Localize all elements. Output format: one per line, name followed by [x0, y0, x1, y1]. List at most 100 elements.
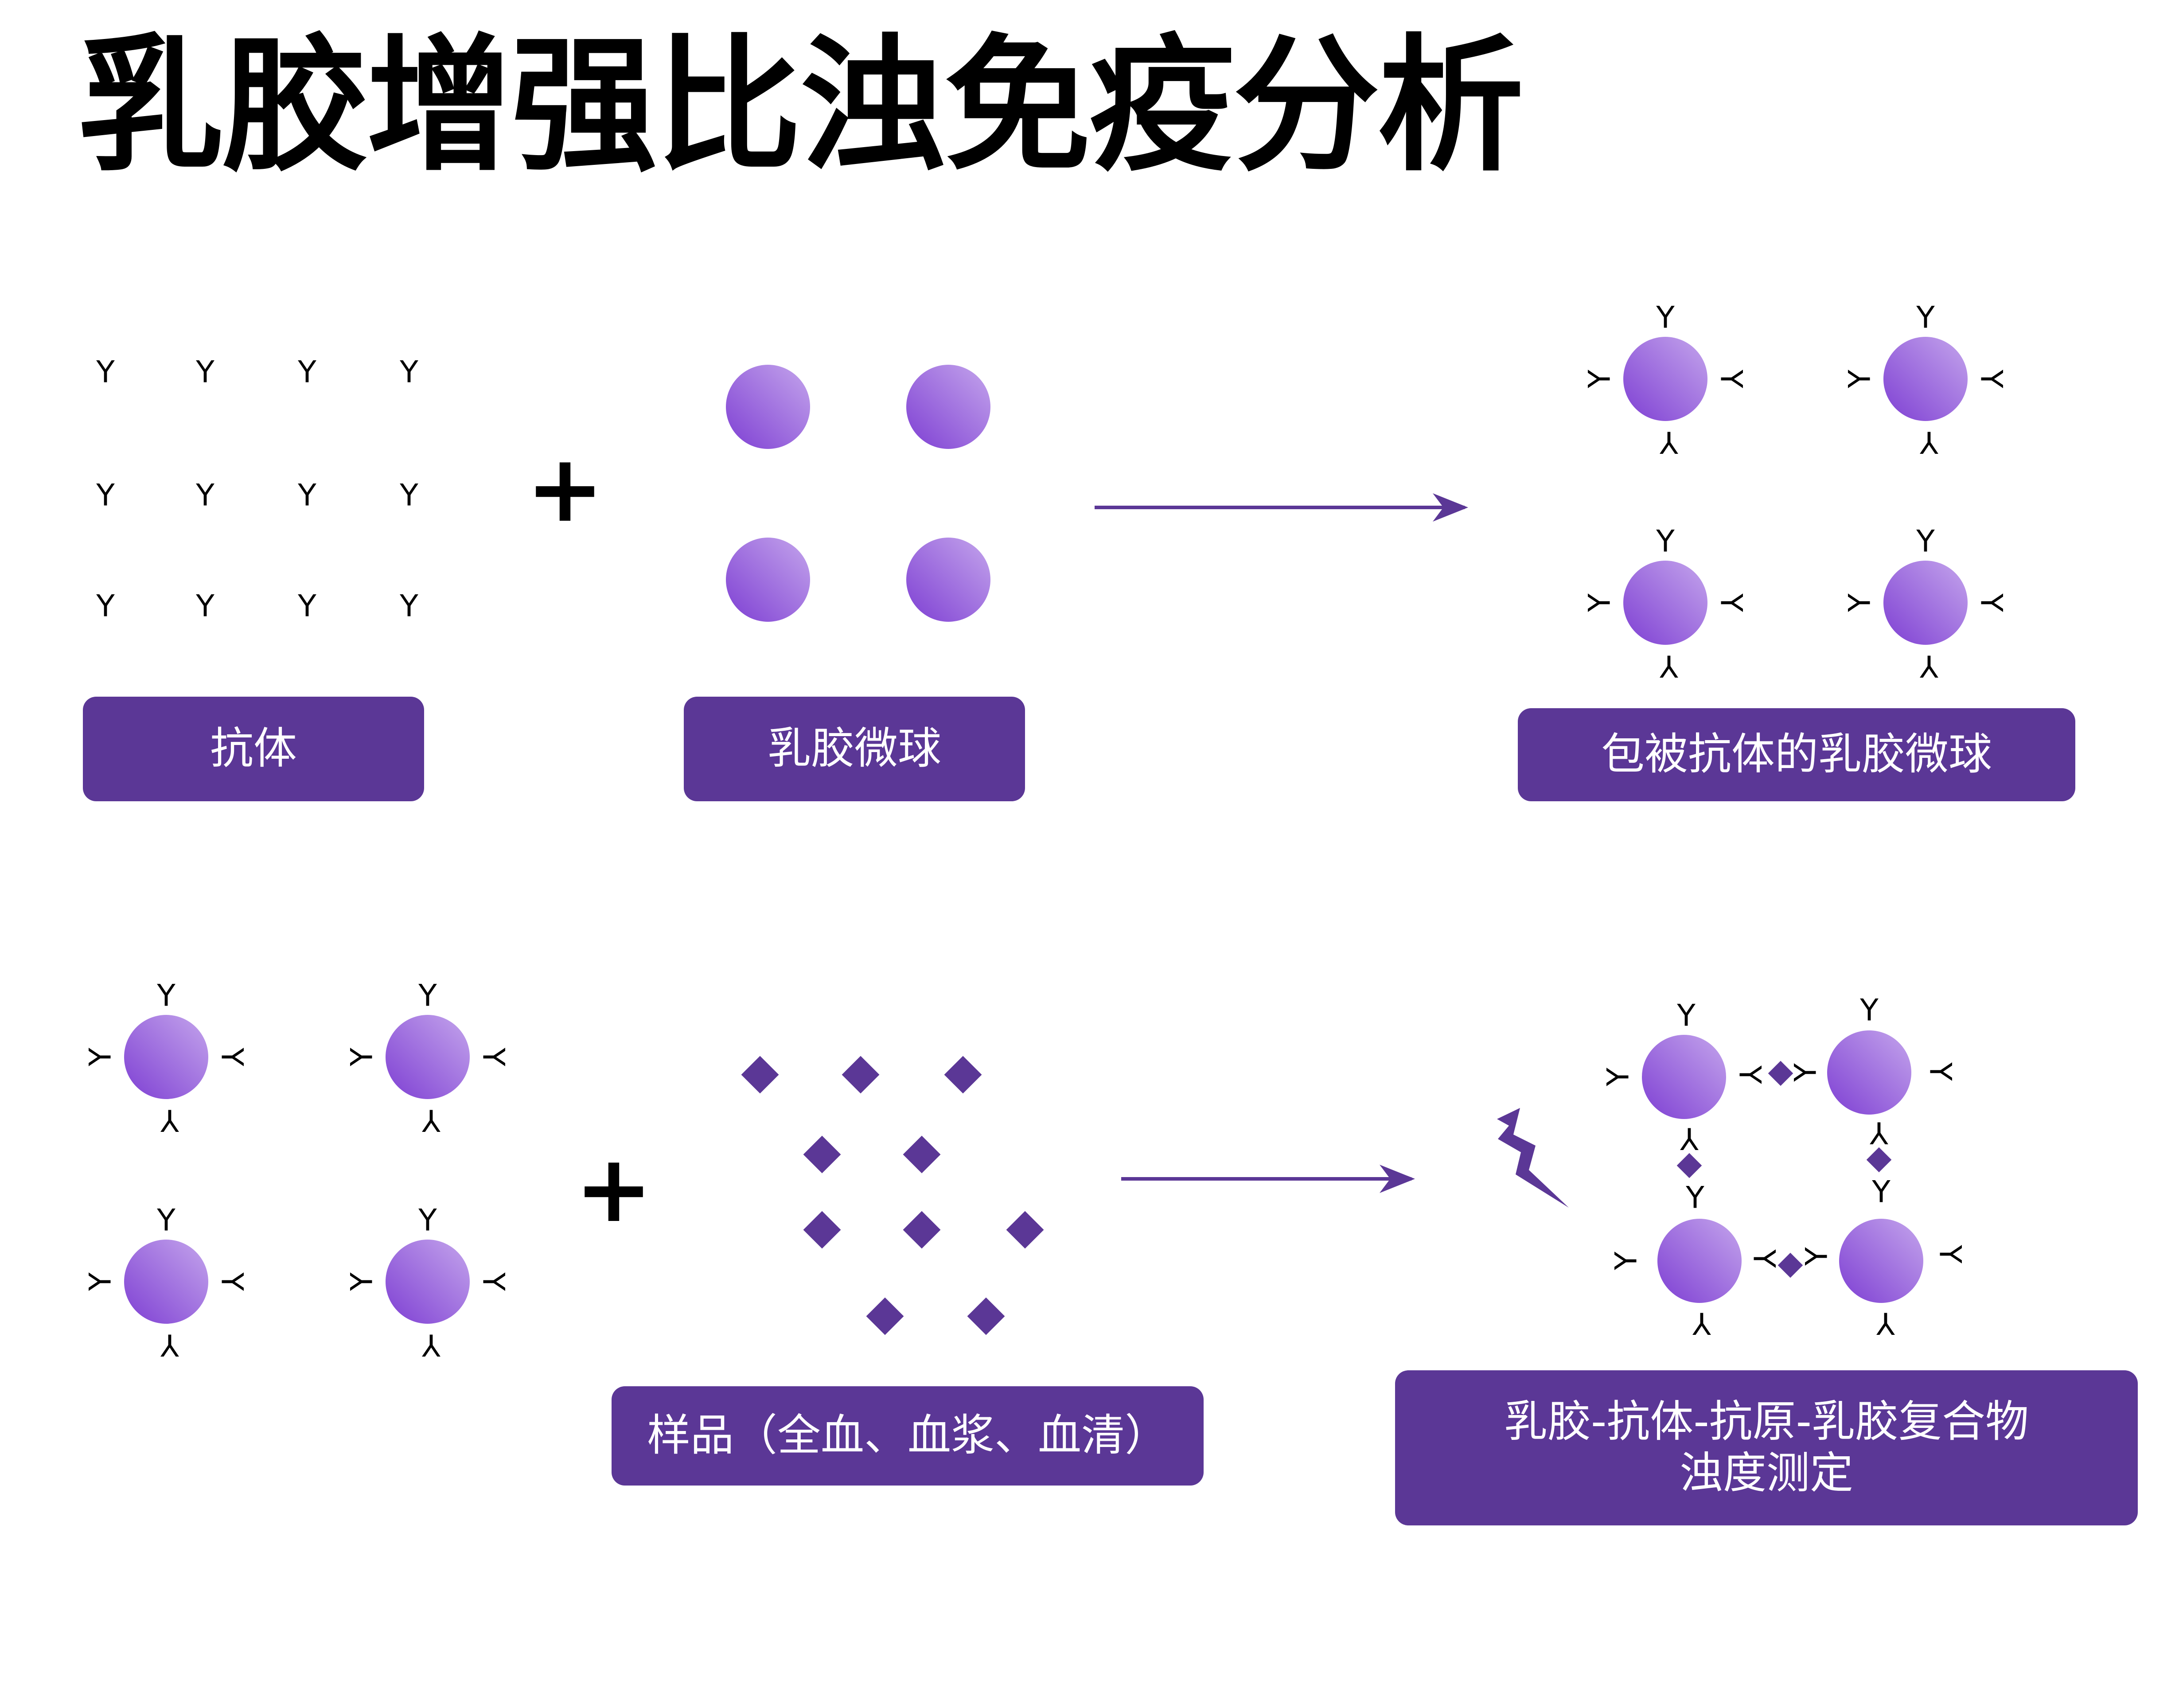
- antibody-icon: Y: [1680, 1121, 1699, 1156]
- antibody-icon: Y: [1660, 648, 1679, 683]
- antibody-icon: Y: [297, 478, 316, 513]
- antibody-icon: Y: [297, 355, 316, 390]
- antibody-icon: Y: [1732, 1065, 1767, 1084]
- label-antibody: 抗体: [83, 697, 424, 801]
- antibody-icon: Y: [1609, 1252, 1644, 1271]
- sample-antigens: [741, 1056, 1044, 1335]
- antigen-icon: [866, 1297, 904, 1335]
- antigen-icon: [803, 1135, 841, 1174]
- antibody-icon: Y: [195, 589, 214, 624]
- antibody-icon: Y: [83, 1272, 118, 1291]
- latex-bead: [1657, 1219, 1742, 1303]
- antibody-icon: Y: [1871, 1175, 1891, 1210]
- antigen-icon: [1006, 1211, 1044, 1249]
- antibody-icon: Y: [96, 589, 115, 624]
- latex-bead: [906, 365, 990, 449]
- antibody-icon: Y: [345, 1048, 380, 1067]
- coated-bead: Y Y Y Y: [345, 979, 511, 1138]
- latex-bead: [1883, 561, 1968, 645]
- latex-bead: [1839, 1219, 1923, 1303]
- latex-bead: [1827, 1030, 1911, 1115]
- antibody-icon: Y: [1692, 1306, 1711, 1341]
- antibody-icon: Y: [156, 979, 175, 1014]
- antibody-icon: Y: [195, 355, 214, 390]
- label-latex-beads: 乳胶微球: [684, 697, 1025, 801]
- latex-bead: [906, 538, 990, 622]
- antibody-icon: Y: [422, 1103, 441, 1138]
- antibody-icon: Y: [1876, 1306, 1895, 1341]
- antibody-icon: Y: [422, 1327, 441, 1362]
- latex-bead: [726, 538, 810, 622]
- antibody-icon: Y: [1660, 425, 1679, 460]
- label-coated-beads: 包被抗体的乳胶微球: [1518, 708, 2075, 801]
- latex-bead: [386, 1015, 470, 1099]
- antibody-icon: Y: [1843, 370, 1878, 389]
- antigen-icon: [1768, 1061, 1793, 1086]
- antibody-icon: Y: [399, 589, 418, 624]
- antigen-icon: [944, 1056, 982, 1094]
- antibody-icon: Y: [1601, 1068, 1636, 1087]
- latex-bead: [1623, 561, 1707, 645]
- latex-bead: [1642, 1035, 1726, 1119]
- label-complex-turbidity: 乳胶-抗体-抗原-乳胶复合物 浊度测定: [1395, 1370, 2138, 1525]
- antibody-icon: Y: [195, 478, 214, 513]
- antibody-icon: Y: [345, 1272, 380, 1291]
- latex-bead: [1883, 337, 1968, 421]
- antibody-icon: Y: [1843, 593, 1878, 612]
- antibody-icon: Y: [1714, 593, 1749, 612]
- antigen-icon: [1866, 1147, 1892, 1173]
- light-scatter-icon: [1497, 1108, 1569, 1208]
- antibody-icon: Y: [1789, 1063, 1824, 1082]
- antibody-icon: Y: [160, 1327, 179, 1362]
- antibody-icon: Y: [83, 1048, 118, 1067]
- coated-bead: Y Y Y Y: [345, 1203, 511, 1362]
- latex-bead: [386, 1240, 470, 1324]
- antibody-icon: Y: [1583, 370, 1618, 389]
- antibody-icon: Y: [418, 979, 437, 1014]
- antibody-icon: Y: [1974, 369, 2009, 388]
- antibody-icon: Y: [1746, 1249, 1781, 1268]
- plus-sign-bottom: +: [575, 1135, 653, 1243]
- latex-beads: [726, 365, 990, 622]
- antibody-icon: Y: [156, 1203, 175, 1238]
- antibody-icon: Y: [1685, 1181, 1704, 1216]
- antibody-icon: Y: [1933, 1244, 1968, 1263]
- antibody-icon: Y: [214, 1047, 249, 1066]
- antibody-icon: Y: [1916, 524, 1935, 559]
- antigen-icon: [1676, 1153, 1702, 1178]
- antigen-icon: [903, 1211, 941, 1249]
- latex-bead: [124, 1015, 208, 1099]
- antibody-icon: Y: [1656, 300, 1675, 335]
- antigen-icon: [741, 1056, 779, 1094]
- antibody-icon: Y: [418, 1203, 437, 1238]
- antibody-icon: Y: [476, 1047, 511, 1066]
- latex-bead: [1623, 337, 1707, 421]
- antibody-icon: Y: [1870, 1115, 1889, 1150]
- antigen-icon: [1778, 1252, 1803, 1278]
- antigen-icon: [842, 1056, 880, 1094]
- antibody-icon: Y: [476, 1272, 511, 1291]
- antibody-icon: Y: [160, 1103, 179, 1138]
- coated-bead: Y Y Y Y: [83, 979, 249, 1138]
- antigen-icon: [967, 1297, 1005, 1335]
- latex-bead: [124, 1240, 208, 1324]
- antibody-icon: Y: [96, 478, 115, 513]
- plus-sign-top: +: [526, 434, 604, 543]
- antigen-icon: [803, 1211, 841, 1249]
- antibody-icon: Y: [1714, 369, 1749, 388]
- antibody-icon: Y: [1583, 593, 1618, 612]
- antigen-icon: [903, 1135, 941, 1174]
- page-title: 乳胶增强比浊免疫分析: [78, 21, 1524, 191]
- antibody-icon: Y: [96, 355, 115, 390]
- label-sample: 样品（全血、血浆、血清）: [612, 1386, 1204, 1486]
- antibody-icon: Y: [399, 478, 418, 513]
- antibody-icon: Y: [1859, 993, 1879, 1028]
